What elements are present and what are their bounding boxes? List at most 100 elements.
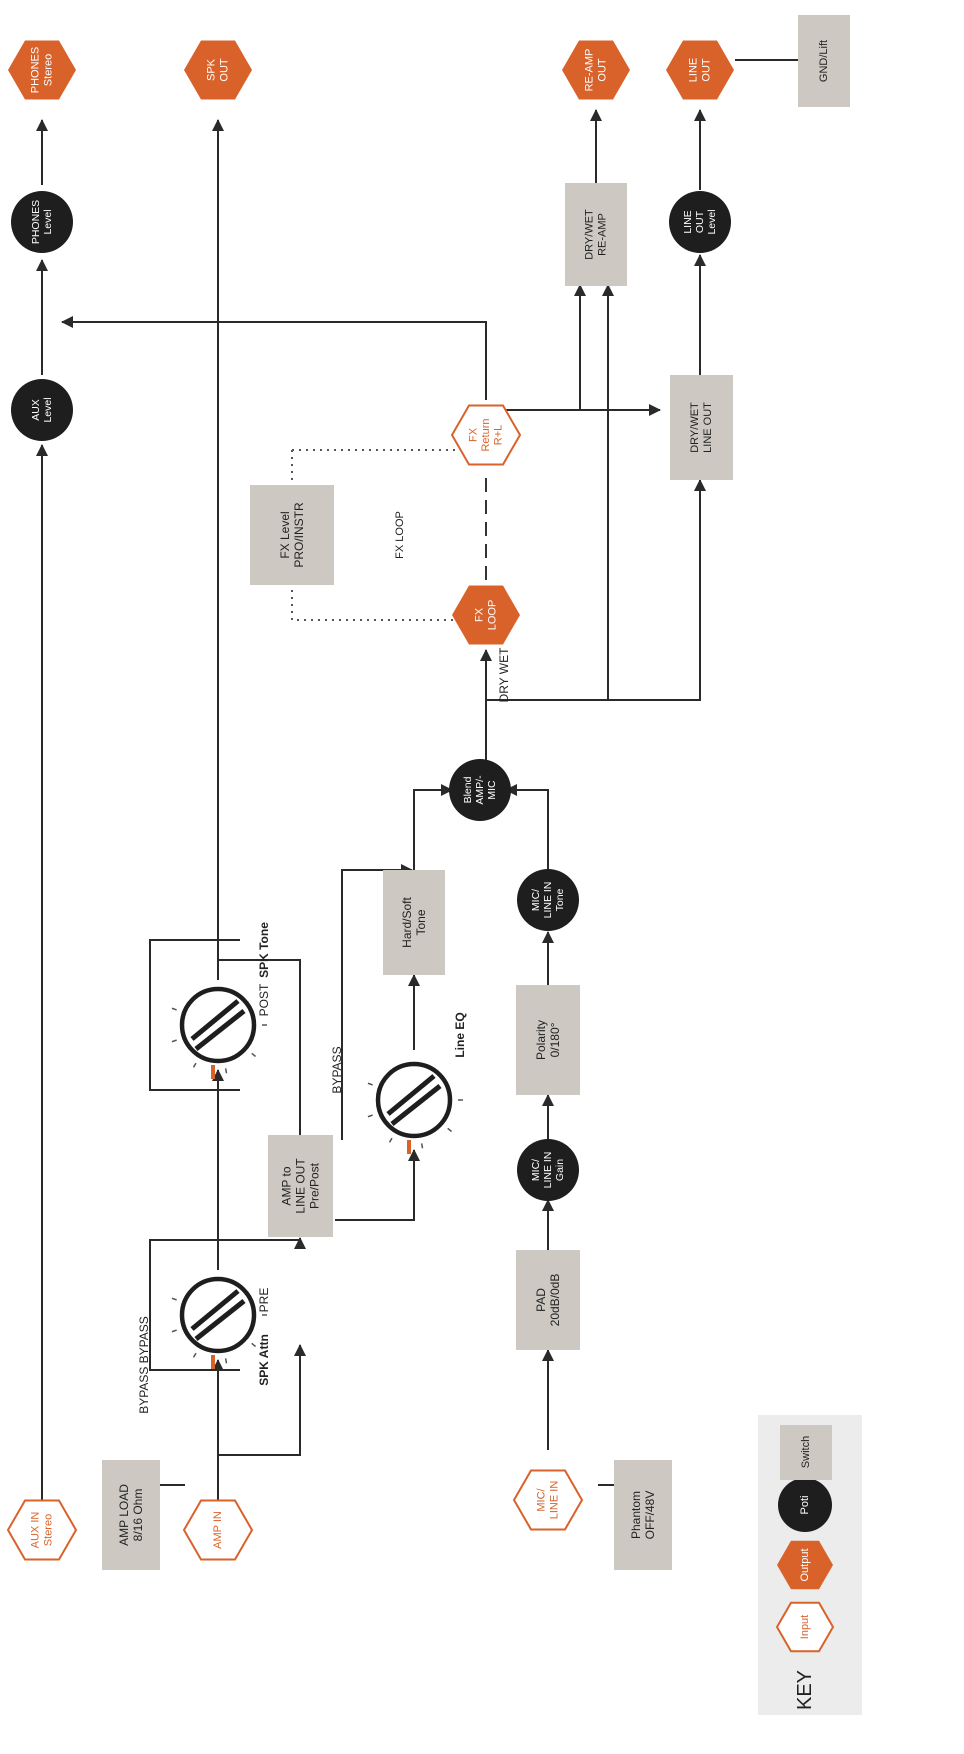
spk-attn-rotary-tick (224, 1358, 228, 1364)
post-label: POST (257, 983, 271, 1016)
phones-level-poti-label: PHONES (30, 200, 42, 244)
fx-loop-text-group: FX LOOP (394, 511, 406, 559)
spk-tone-rotary-tick (192, 1062, 197, 1068)
mic-tone-poti-label: LINE IN (542, 882, 554, 919)
pre-label: PRE (257, 1288, 271, 1313)
bypass-label: BYPASS (330, 1046, 344, 1093)
dry-wet-text: DRY WET (497, 647, 511, 703)
key-input-label-group: Input (799, 1615, 811, 1639)
aux-level-poti-label: Level (42, 397, 54, 422)
fx-loop-out-label: FX (474, 607, 486, 622)
bypass-label-group: BYPASS (330, 1046, 344, 1093)
spk-out (184, 40, 252, 100)
polarity-switch-label: Polarity (534, 1020, 548, 1060)
key-title: KEY (794, 1670, 816, 1710)
spk-tone-rotary-tick (171, 1039, 177, 1043)
polarity-switch (516, 985, 580, 1095)
mic-tone-poti-label: MIC/ (530, 889, 542, 911)
aux-in-label: Stereo (42, 1514, 54, 1546)
amp-to-line-out-switch (268, 1135, 333, 1237)
phones-out (8, 40, 76, 100)
dry-wet-reamp-switch-label: RE-AMP (596, 213, 608, 256)
spk-attn-bypass-b (149, 1239, 240, 1340)
phantom-switch (614, 1460, 672, 1570)
pad-switch (516, 1250, 580, 1350)
line-eq-rotary-tick (388, 1137, 393, 1143)
aux-level-poti-label: AUX (30, 399, 42, 421)
dry-wet-line-out-switch-label: DRY/WET (689, 402, 701, 453)
line-out-label: LINE (688, 58, 700, 82)
spk-attn-rotary-tick (171, 1297, 177, 1301)
mic-gain-poti-label: Gain (554, 1159, 566, 1181)
pad-switch-label: 20dB/0dB (548, 1274, 562, 1327)
spk-attn-bypass (149, 1340, 240, 1371)
spk-attn-rotary-tick (251, 1342, 257, 1348)
mic-gain-poti (517, 1139, 579, 1201)
fx-loop-out (452, 585, 520, 645)
blend-poti-label: MIC (486, 780, 498, 800)
line-eq-rotary-tick (367, 1114, 373, 1118)
dry-wet-reamp-switch-label: DRY/WET (584, 209, 596, 260)
line-out-level-poti-label: Level (706, 209, 718, 234)
bypass-bypass-label-group: BYPASS BYPASS (137, 1316, 151, 1414)
spk-attn-rotary-grip-line (194, 1299, 246, 1341)
amp-to-line-out-switch-label: LINE OUT (294, 1158, 308, 1214)
spk-tone-rotary-tick (224, 1068, 228, 1074)
fx-return-in (450, 404, 522, 466)
mic-tone-poti (517, 869, 579, 931)
line-out-level-poti-label: OUT (694, 210, 706, 233)
mic-line-in-label-group: MIC/LINE IN (536, 1481, 561, 1520)
pre-label-group: PRE (257, 1288, 271, 1313)
phantom-switch-label: Phantom (629, 1491, 643, 1539)
reamp-out-label: RE-AMP (584, 49, 596, 92)
key-input-hex (775, 1601, 835, 1653)
spk-tone-rotary-grip-line (194, 1009, 246, 1051)
phones-level-poti-label: Level (42, 209, 54, 234)
key-switch-rect (780, 1425, 832, 1480)
spk-attn-rotary-label: SPK Attn (257, 1334, 271, 1386)
fx-level-switch-label: FX Level (278, 511, 292, 558)
dry-wet-line-out-switch (670, 375, 733, 480)
amp-in-label: AMP IN (212, 1511, 224, 1549)
spk-attn-rotary-label-group: SPK Attn (257, 1334, 271, 1386)
spk-tone-bypass (149, 1040, 240, 1091)
aux-in-label: AUX IN (30, 1512, 42, 1549)
fx-loop-out-label: LOOP (486, 600, 498, 631)
fx-loop-text: FX LOOP (394, 511, 406, 559)
spk-tone-rotary-tick (171, 1007, 177, 1011)
line-out-label: OUT (700, 58, 712, 82)
line-eq-rotary-tick (447, 1127, 453, 1133)
dry-wet-line-out-switch-label: LINE OUT (702, 402, 714, 453)
amp-line-out-to-line-eq (335, 1149, 420, 1221)
mic-line-in-label: LINE IN (548, 1481, 560, 1520)
spk-tone-rotary-tick (251, 1052, 257, 1058)
aux-in (6, 1499, 78, 1561)
spk-attn-rotary-grip-line (190, 1289, 240, 1331)
mic-line-in-label: MIC/ (536, 1487, 548, 1511)
tone-to-blend (505, 784, 549, 870)
amp-to-line-out-switch-label: Pre/Post (307, 1162, 321, 1209)
line-eq-rotary-label: Line EQ (453, 1012, 467, 1057)
spk-out-label: SPK (206, 58, 218, 81)
polarity-switch-label: 0/180° (548, 1022, 562, 1057)
key-poti-label-group: Poti (799, 1496, 811, 1515)
pad-switch-label: PAD (534, 1288, 548, 1312)
reamp-out-label: OUT (596, 58, 608, 82)
phantom-switch-label: OFF/48V (643, 1491, 657, 1540)
spk-tone-rotary-label: SPK Tone (257, 922, 271, 978)
key-output-label: Output (799, 1548, 811, 1581)
